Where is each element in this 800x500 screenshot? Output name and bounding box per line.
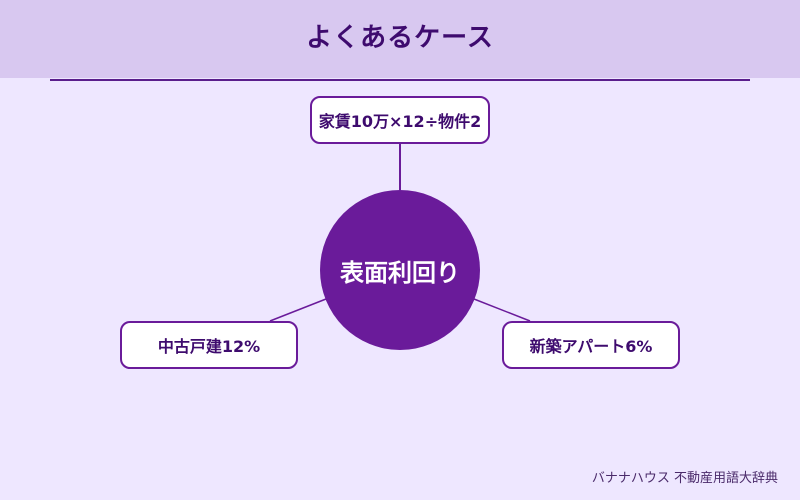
node-rent-formula-label: 家賃10万×12÷物件2 — [318, 112, 482, 131]
footer-credit: バナナハウス 不動産用語大辞典 — [591, 471, 778, 486]
header-band — [0, 0, 800, 78]
connector-right — [473, 298, 531, 322]
node-new-apartment-label: 新築アパート6% — [529, 337, 653, 356]
node-new-apartment: 新築アパート6% — [502, 321, 680, 369]
node-rent-formula: 家賃10万×12÷物件2 — [310, 96, 490, 144]
node-used-house-label: 中古戸建12% — [157, 337, 261, 356]
header-divider — [50, 79, 750, 81]
connector-left — [269, 298, 327, 322]
node-used-house: 中古戸建12% — [120, 321, 298, 369]
center-node: 表面利回り — [320, 190, 480, 350]
page-title: よくあるケース — [306, 23, 494, 53]
center-node-label: 表面利回り — [340, 258, 460, 287]
